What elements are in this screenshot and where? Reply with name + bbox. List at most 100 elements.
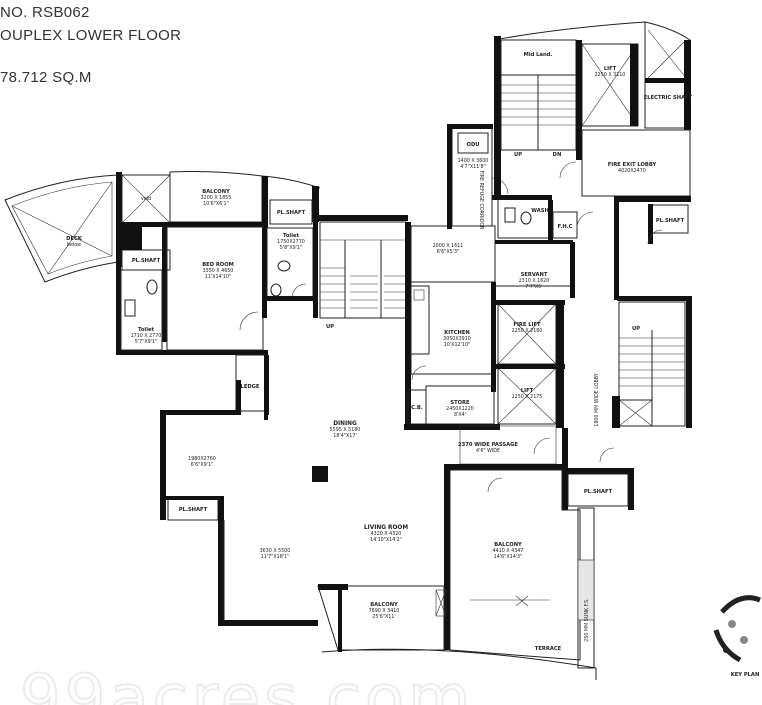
plshaft-e: PL.SHAFT <box>166 496 224 576</box>
living-room: LIVING ROOM 4320 X 4320 14'10"X14'2" <box>364 525 408 543</box>
plshaft-c: PL.SHAFT <box>614 200 689 300</box>
lift-mid-dim: 2250 X 2175 <box>512 394 543 400</box>
fire-corridor-label: FIRE REFUGE CORRIDOR <box>478 171 484 231</box>
key-plan: KEY PLAN <box>713 595 761 678</box>
bedroom: BED ROOM 3350 X 4650 11'X14'10" <box>166 226 264 351</box>
balcony-bottom-dim2: 25'6"X11' <box>372 614 395 620</box>
balcony-right: BALCONY 4410 X 4347 14'6"X14'3" <box>449 469 581 661</box>
stair-top: Mid Land. UP DN <box>493 21 646 196</box>
balcony-top: BALCONY 3200 X 1855 10'6"X6'1" <box>169 171 263 223</box>
living-dim1: 4320 X 4320 <box>371 531 402 537</box>
electric-shaft-label: ELECTRIC SHAFT <box>644 95 693 101</box>
family-dim2: 11'7"X18'1" <box>261 554 290 560</box>
passage-room: 2000 X 1611 6'6"X5'3" <box>410 225 496 283</box>
balcony-bottom-dim1: 7690 X 3410 <box>369 608 400 614</box>
family-room: 3630 X 5500 11'7"X18'1" <box>218 520 318 626</box>
toilet-left: Toilet 1710 X 2770 5'7"X9'1" <box>120 269 163 351</box>
balcony-top-dim1: 3200 X 1855 <box>201 195 232 201</box>
plshaft-b-label: PL.SHAFT <box>132 258 161 264</box>
balcony-bottom-label: BALCONY <box>370 602 398 608</box>
servant-label: SERVANT <box>521 272 548 278</box>
dining-dim2: 18'4"X17' <box>333 433 356 439</box>
cb-store: C.B. STORE 2450X1220 8'X4' <box>404 362 500 430</box>
unit-number: NO. RSB062 <box>0 4 90 21</box>
kitchen-dim1: 3050X3910 <box>443 336 471 342</box>
plshaft-a: PL.SHAFT <box>269 199 313 225</box>
kitchen: KITCHEN 3050X3910 10'X12'10" <box>410 281 496 392</box>
toilet-left-label: Toilet <box>138 327 154 333</box>
watermark: 99acres.com <box>20 662 475 705</box>
void-label: void <box>141 196 151 202</box>
dining: DINING 5595 X 5180 18'4"X17' <box>312 421 360 482</box>
balcony-top-label: BALCONY <box>202 189 230 195</box>
dining-label: DINING <box>333 421 357 427</box>
stair-central: UP <box>318 215 408 330</box>
plshaft-c-label: PL.SHAFT <box>656 218 685 224</box>
toilet-mid-dim1: 1750X2770 <box>277 239 305 245</box>
passage-label: 2370 WIDE PASSAGE <box>458 442 518 448</box>
lift-top-label: LIFT <box>604 66 617 72</box>
stair-right: UP <box>612 296 692 428</box>
servant-room: SERVANT 2310 X 1620 7'7"X5' <box>494 240 575 298</box>
balcony-top-dim2: 10'6"X6'1" <box>203 201 229 207</box>
stair-up-label: UP <box>326 324 334 330</box>
stair-top-up: UP <box>514 152 522 158</box>
living-label: LIVING ROOM <box>364 525 408 531</box>
unit-area: 78.712 SQ.M <box>0 69 92 86</box>
left-room: 1980X2760 6'6"X9'1" <box>188 456 216 468</box>
deck-label: DECK <box>66 236 83 242</box>
wide-passage: 2370 WIDE PASSAGE 4'6" WIDE <box>444 425 568 493</box>
balcony-right-label: BALCONY <box>494 542 522 548</box>
fire-lift-dim: 2250 X 2180 <box>512 328 543 334</box>
living-dim2: 14'10"X14'2" <box>370 537 402 543</box>
lift-top-dim: 2250 X 3110 <box>595 72 626 78</box>
store-label: STORE <box>450 400 470 406</box>
odu-label: ODU <box>467 142 480 148</box>
fhc-label: F.H.C <box>558 224 573 230</box>
store-dim2: 8'X4' <box>454 412 466 418</box>
electric-shaft: ELECTRIC SHAFT <box>644 21 693 130</box>
toilet-mid: Toilet 1750X2770 5'8"X9'1" <box>266 227 314 299</box>
wide-lobby-label: 1800 MM WIDE LOBBY <box>594 373 600 427</box>
sunk-label: 250 MM SUNK F.S. <box>584 598 590 641</box>
sunk-fs: 250 MM SUNK F.S. <box>577 507 595 669</box>
deck-sub: below <box>67 242 81 248</box>
kitchen-dim2: 10'X12'10" <box>444 342 470 348</box>
bedroom-dim2: 11'X14'10" <box>205 274 231 280</box>
bedroom-label: BED ROOM <box>202 262 234 268</box>
left-room-dim2: 6'6"X9'1" <box>191 462 214 468</box>
fhc: F.H.C <box>552 211 594 239</box>
plshaft-a-label: PL.SHAFT <box>277 210 306 216</box>
stair-top-dn: DN <box>553 152 562 158</box>
servant-dim1: 2310 X 1620 <box>519 278 550 284</box>
balcony-right-dim1: 4410 X 4347 <box>493 548 524 554</box>
plshaft-d: PL.SHAFT <box>562 447 634 510</box>
balcony-right-dim2: 14'6"X14'3" <box>494 554 523 560</box>
corridor-dim1: 1400 X 3600 <box>458 158 489 164</box>
toilet-mid-dim2: 5'8"X9'1" <box>280 245 303 251</box>
toilet-mid-label: Toilet <box>283 233 299 239</box>
lift-mid-label: LIFT <box>521 388 534 394</box>
dining-dim1: 5595 X 5180 <box>330 427 361 433</box>
fire-exit-lobby: FIRE EXIT LOBBY 4020X2470 <box>559 129 691 202</box>
void-area: void <box>121 174 171 224</box>
key-plan-label: KEY PLAN <box>731 672 760 678</box>
corridor-dim2: 4'7"X11'8" <box>460 164 486 170</box>
wash-label: WASH <box>531 208 549 214</box>
kitchen-label: KITCHEN <box>444 330 470 336</box>
stair-right-up: UP <box>632 326 640 332</box>
fire-lobby-label: FIRE EXIT LOBBY <box>608 162 657 168</box>
toilet-left-dim2: 5'7"X9'1" <box>135 339 158 345</box>
balcony-bottom: BALCONY 7690 X 3410 25'6"X11' <box>317 584 597 680</box>
deck-wing: DECK below <box>4 172 122 283</box>
passage-room-dim2: 6'6"X5'3" <box>437 249 460 255</box>
bedroom-dim1: 3350 X 4650 <box>203 268 234 274</box>
passage-room-dim1: 2000 X 1611 <box>433 243 464 249</box>
floor-name: OUPLEX LOWER FLOOR <box>0 27 182 44</box>
fire-refuge-corridor: ODU 1400 X 3600 4'7"X11'8" FIRE REFUGE C… <box>447 124 493 230</box>
fire-lobby-dim: 4020X2470 <box>618 168 646 174</box>
plshaft-e-label: PL.SHAFT <box>179 507 208 513</box>
terrace-label: TERRACE <box>535 646 562 652</box>
fire-lift: FIRE LIFT 2250 X 2180 <box>495 300 565 368</box>
